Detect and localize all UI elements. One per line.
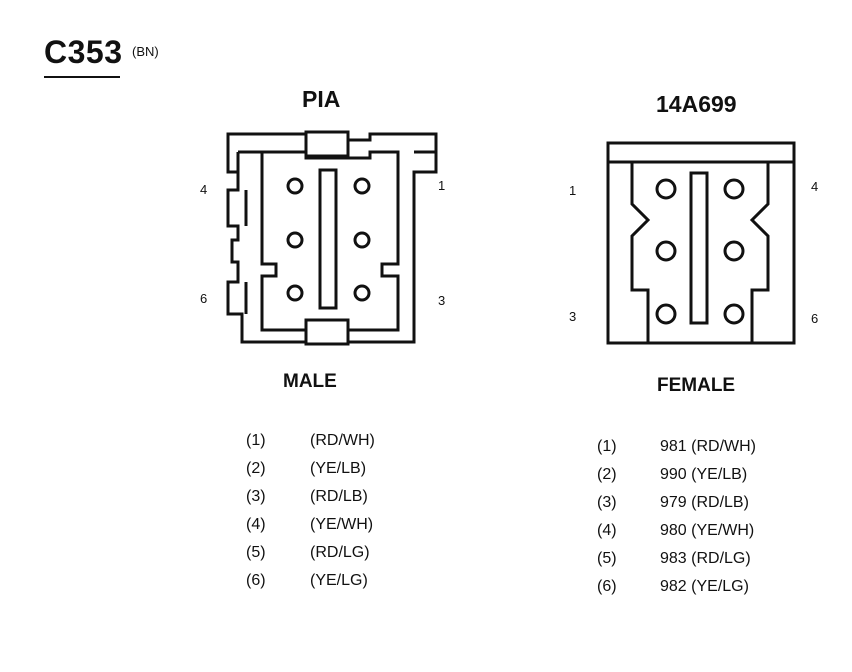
male-row-1-circuit: (RD/WH) <box>310 432 375 449</box>
male-row-4-circuit: (YE/WH) <box>310 516 374 533</box>
male-pin-3 <box>286 284 304 302</box>
connector-id: C353 <box>44 34 123 70</box>
male-pin-6 <box>353 284 371 302</box>
female-pin-4 <box>723 178 745 200</box>
male-top-key <box>304 130 350 158</box>
female-row-2-circuit: 990 (YE/LB) <box>660 466 748 483</box>
female-pin-1 <box>655 178 677 200</box>
male-row-6-num: (6) <box>246 572 266 589</box>
male-row-4-num: (4) <box>246 516 266 533</box>
female-pin-2 <box>655 240 677 262</box>
female-row-3-circuit: 979 (RD/LB) <box>660 494 749 511</box>
male-label-4: 4 <box>200 182 208 197</box>
male-gender-label: MALE <box>283 371 337 392</box>
male-label-6: 6 <box>200 291 208 306</box>
female-label-6: 6 <box>811 311 819 326</box>
female-row-1-circuit: 981 (RD/WH) <box>660 438 757 455</box>
female-row-6-num: (6) <box>597 578 617 595</box>
female-label-1: 1 <box>569 183 577 198</box>
male-row-5-circuit: (RD/LG) <box>310 544 370 561</box>
male-row-1-num: (1) <box>246 432 266 449</box>
male-row-6-circuit: (YE/LG) <box>310 572 368 589</box>
female-center-slot <box>689 171 709 325</box>
connector-color-code: (BN) <box>132 44 159 59</box>
female-label-4: 4 <box>811 179 819 194</box>
female-row-4-num: (4) <box>597 522 617 539</box>
male-row-3-num: (3) <box>246 488 266 505</box>
male-bottom-key <box>304 318 350 346</box>
female-row-3-num: (3) <box>597 494 617 511</box>
male-row-2-num: (2) <box>246 460 266 477</box>
title-underline <box>44 76 120 78</box>
female-pin-3 <box>655 303 677 325</box>
male-label-3: 3 <box>438 293 446 308</box>
male-row-5-num: (5) <box>246 544 266 561</box>
female-row-1-num: (1) <box>597 438 617 455</box>
female-row-6-circuit: 982 (YE/LG) <box>660 578 749 595</box>
male-label-1: 1 <box>438 178 446 193</box>
left-connector-name: PIA <box>302 86 341 112</box>
female-row-5-circuit: 983 (RD/LG) <box>660 550 751 567</box>
female-row-5-num: (5) <box>597 550 617 567</box>
male-pin-5 <box>353 231 371 249</box>
female-row-2-num: (2) <box>597 466 617 483</box>
right-connector-name: 14A699 <box>656 91 737 117</box>
male-pin-2 <box>286 231 304 249</box>
female-gender-label: FEMALE <box>657 375 736 396</box>
male-row-3-circuit: (RD/LB) <box>310 488 368 505</box>
male-pin-1 <box>286 177 304 195</box>
male-row-2-circuit: (YE/LB) <box>310 460 367 477</box>
male-pin-4 <box>353 177 371 195</box>
female-row-4-circuit: 980 (YE/WH) <box>660 522 755 539</box>
female-pin-6 <box>723 303 745 325</box>
female-pin-5 <box>723 240 745 262</box>
female-label-3: 3 <box>569 309 577 324</box>
male-center-blade <box>318 168 338 310</box>
